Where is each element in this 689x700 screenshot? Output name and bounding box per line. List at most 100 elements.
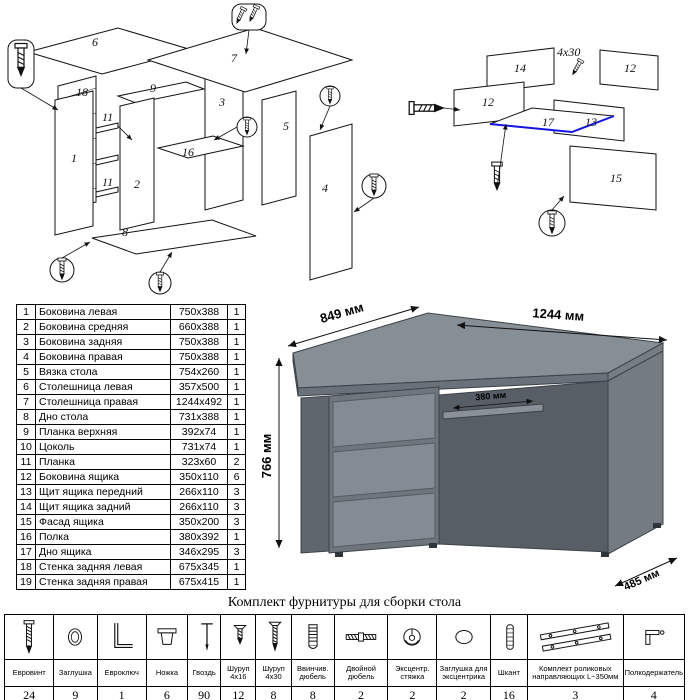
drawer-front-top: [332, 392, 436, 448]
hardware-qty: 9: [53, 686, 98, 700]
part-1-left-side: [54, 90, 94, 236]
parts-cell-size: 1244x492: [170, 394, 228, 410]
assembled-desk-render: 849 мм 1244 мм 766 мм 485 мм 380 мм: [259, 299, 678, 593]
parts-cell-size: 750x388: [170, 349, 228, 365]
hardware-qty: 8: [255, 686, 292, 700]
drawer-unit-side: [300, 395, 330, 554]
parts-cell-num: 1: [16, 304, 36, 320]
parts-cell-num: 18: [16, 559, 36, 575]
parts-cell-num: 7: [16, 394, 36, 410]
hardware-name: Евроключ: [96, 659, 147, 687]
parts-cell-name: Столешница левая: [35, 379, 171, 395]
parts-cell-qty: 1: [227, 334, 246, 350]
parts-cell-size: 660x388: [170, 319, 228, 335]
parts-cell-size: 350x200: [170, 514, 228, 530]
part-16-shelf: [156, 135, 245, 159]
parts-cell-num: 17: [16, 544, 36, 560]
svg-text:15: 15: [610, 171, 622, 185]
drawer-rails-icon: [527, 614, 624, 660]
parts-cell-name: Дно ящика: [35, 544, 171, 560]
double-dowel-icon: [333, 614, 389, 660]
assembly-guide-line: [489, 115, 615, 134]
parts-cell-name: Столешница правая: [35, 394, 171, 410]
parts-cell-num: 4: [16, 349, 36, 365]
nail-icon: [187, 614, 222, 660]
part-8-bottom-panel: [91, 219, 257, 255]
svg-text:5: 5: [283, 119, 289, 133]
svg-text:766 мм: 766 мм: [259, 434, 274, 479]
parts-cell-num: 8: [16, 409, 36, 425]
parts-cell-size: 750x388: [170, 334, 228, 350]
svg-text:12: 12: [482, 95, 494, 109]
svg-text:485 мм: 485 мм: [622, 567, 661, 593]
parts-cell-num: 6: [16, 379, 36, 395]
part-14-drawer-back: [486, 47, 555, 93]
parts-cell-qty: 1: [227, 319, 246, 335]
drawer-front-bottom: [332, 492, 436, 548]
parts-cell-size: 675x345: [170, 559, 228, 575]
parts-cell-name: Планка: [35, 454, 171, 470]
hardware-qty: 2: [387, 686, 438, 700]
part-12-drawer-side-right: [599, 49, 659, 91]
parts-cell-name: Планка верхняя: [35, 424, 171, 440]
parts-cell-size: 731x388: [170, 409, 228, 425]
parts-cell-size: 323x60: [170, 454, 228, 470]
parts-cell-name: Боковина левая: [35, 304, 171, 320]
parts-cell-num: 3: [16, 334, 36, 350]
cam-cover-icon: [436, 614, 491, 660]
hardware-name: Ножка: [145, 659, 189, 687]
cam-lock-icon: [387, 614, 438, 660]
hardware-qty: 12: [220, 686, 257, 700]
svg-text:6: 6: [92, 35, 98, 49]
svg-text:11: 11: [102, 110, 113, 124]
svg-text:9: 9: [150, 81, 156, 95]
parts-cell-size: 266x110: [170, 499, 228, 515]
parts-cell-num: 13: [16, 484, 36, 500]
parts-cell-name: Стенка задняя левая: [35, 559, 171, 575]
hardware-name: Заглушка: [53, 659, 98, 687]
exploded-drawer-diagram: 14 12 12 13 17 15 4x30: [408, 45, 659, 237]
plug-icon: [53, 614, 98, 660]
parts-cell-size: 380x392: [170, 529, 228, 545]
parts-cell-size: 266x110: [170, 484, 228, 500]
parts-cell-size: 754x260: [170, 364, 228, 380]
part-2-middle-side: [119, 97, 155, 231]
screw-short-icon: [220, 614, 257, 660]
hardware-name: Двойной дюбель: [333, 659, 389, 687]
parts-cell-name: Цоколь: [35, 439, 171, 455]
leader-lines: [20, 29, 375, 273]
hardware-qty: 2: [436, 686, 491, 700]
hardware-qty: 90: [187, 686, 222, 700]
part-9-top-plank: [116, 81, 206, 104]
threaded-dowel-icon: [290, 614, 335, 660]
svg-text:380 мм: 380 мм: [475, 390, 507, 403]
svg-text:14: 14: [514, 61, 526, 75]
parts-cell-size: 350x110: [170, 469, 228, 485]
hardware-kit-title: Комплект фурнитуры для сборки стола: [227, 595, 462, 610]
part-4-right-side: [309, 123, 353, 281]
parts-cell-name: Фасад ящика: [35, 514, 171, 530]
parts-cell-num: 10: [16, 439, 36, 455]
leader-lines: [443, 106, 565, 211]
parts-cell-num: 16: [16, 529, 36, 545]
parts-cell-num: 5: [16, 364, 36, 380]
part-11-rails: [95, 122, 119, 198]
parts-cell-size: 357x500: [170, 379, 228, 395]
